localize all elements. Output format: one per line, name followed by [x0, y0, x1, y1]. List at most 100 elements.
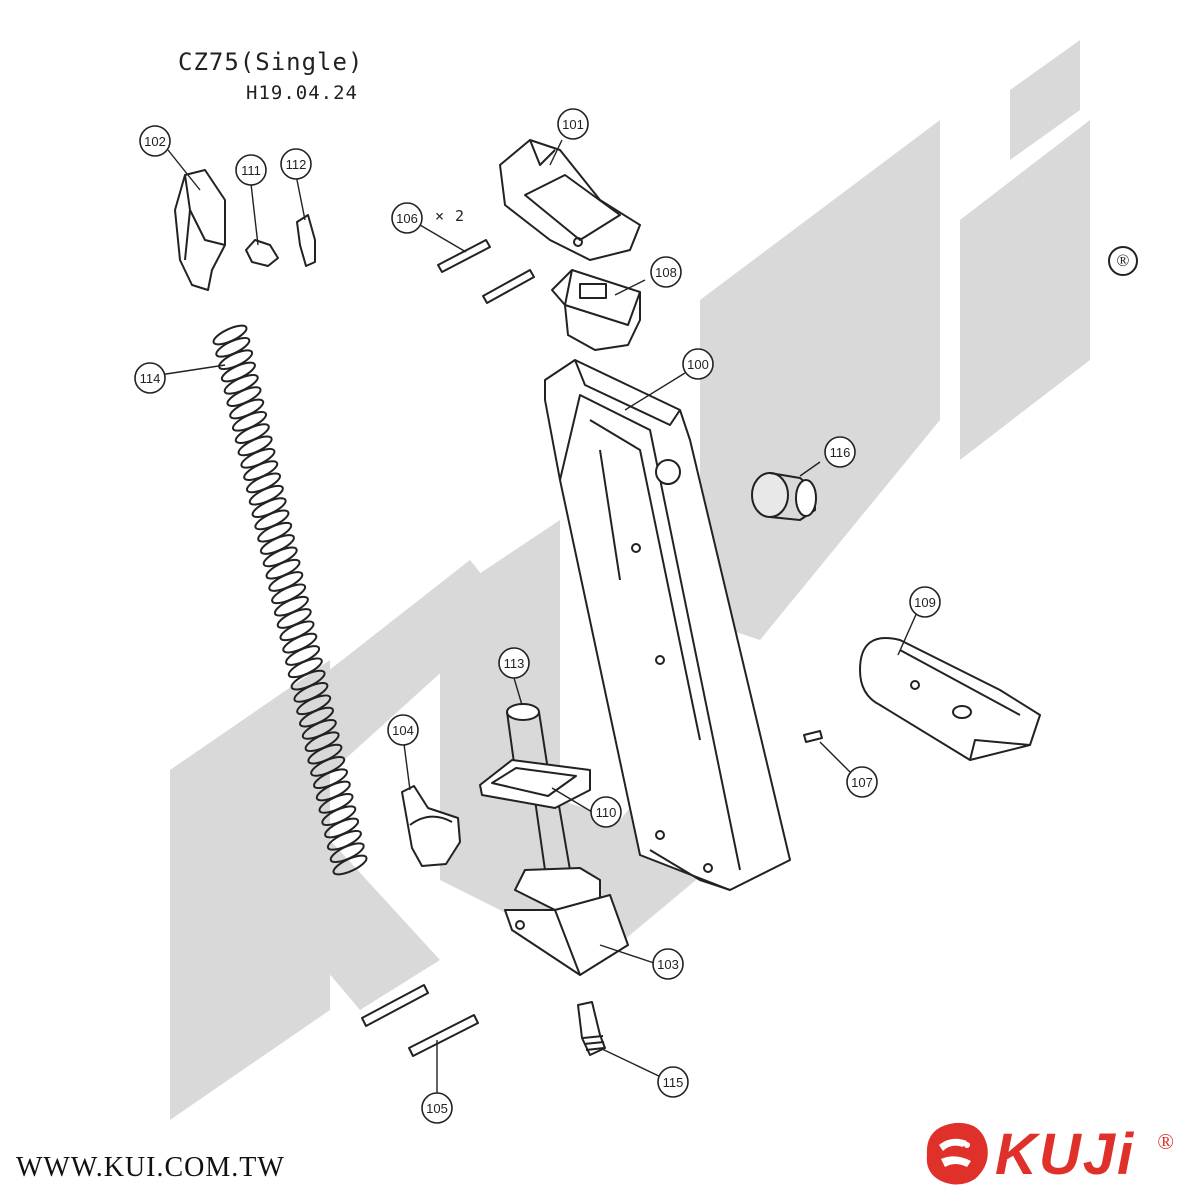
callout-label: 113 — [504, 656, 525, 671]
callout-circle — [391, 202, 423, 234]
callout-label: 105 — [426, 1101, 448, 1116]
callout-label: 111 — [241, 163, 261, 178]
spring-coil — [273, 595, 309, 617]
pin-part-106 — [437, 239, 535, 304]
callout-circle — [824, 436, 856, 468]
spring-coil — [296, 694, 332, 716]
spring-coil — [265, 558, 301, 580]
spring-coil — [304, 731, 340, 753]
callout-111: 111 — [235, 154, 267, 186]
part-111 — [245, 239, 279, 267]
spring-coil — [321, 805, 357, 827]
part-102 — [174, 169, 226, 291]
callout-105: 105 — [421, 1092, 453, 1124]
spring-coil — [324, 817, 360, 839]
callout-circle — [846, 766, 878, 798]
callout-101: 101 — [557, 108, 589, 140]
qty-label-106: × 2 — [435, 207, 466, 225]
magazine-body-part-100 — [544, 359, 791, 891]
callout-108: 108 — [650, 256, 682, 288]
spring-coil — [257, 521, 293, 543]
part-112 — [296, 214, 316, 267]
spring-coil — [329, 842, 365, 864]
spring-coil — [298, 706, 335, 728]
spring-coil — [251, 497, 287, 518]
registered-mark: ® — [1108, 246, 1138, 276]
spring-coil — [262, 546, 298, 568]
callout-label: 110 — [596, 805, 617, 820]
spring-coil — [312, 768, 349, 790]
spring-part-114 — [212, 324, 368, 876]
spring-coil — [212, 324, 248, 346]
spring-coil — [220, 361, 256, 383]
spring-coil — [248, 484, 284, 506]
spring-coil — [231, 410, 268, 432]
callout-circle — [909, 586, 941, 618]
spring-coil — [332, 854, 368, 876]
lion-head-icon — [926, 1122, 988, 1185]
callout-circle — [235, 154, 267, 186]
spring-coil — [279, 620, 315, 642]
pin-part-107 — [803, 730, 823, 743]
callout-circle — [280, 148, 312, 180]
spring-coil — [229, 398, 265, 420]
drawing-date: H19.04.24 — [246, 82, 358, 104]
callout-107: 107 — [846, 766, 878, 798]
callout-circle — [498, 647, 530, 679]
spring-coil — [243, 460, 279, 481]
spring-coil — [276, 608, 312, 629]
spring-coil — [310, 756, 346, 777]
pin-part-105 — [361, 984, 479, 1057]
spring-coil — [315, 780, 351, 802]
callout-label: 109 — [914, 595, 936, 610]
feed-lip-part-101 — [499, 139, 641, 261]
callout-115: 115 — [657, 1066, 689, 1098]
callout-110: 110 — [590, 796, 622, 828]
spring-coil — [223, 373, 259, 395]
part-104 — [401, 785, 461, 867]
spring-coil — [245, 472, 282, 494]
part-103 — [504, 867, 629, 976]
spring-coil — [271, 583, 307, 605]
spring-coil — [240, 447, 276, 469]
callout-label: 114 — [140, 371, 161, 386]
callout-circle — [139, 125, 171, 157]
callout-label: 103 — [657, 957, 679, 972]
callout-114: 114 — [134, 362, 166, 394]
spring-coil — [218, 349, 254, 371]
callout-103: 103 — [652, 948, 684, 980]
spring-coil — [282, 632, 318, 654]
part-110 — [479, 759, 591, 809]
callout-circle — [134, 362, 166, 394]
spring-coil — [268, 571, 304, 592]
spring-coil — [234, 423, 270, 444]
screw-part-115 — [577, 1001, 606, 1056]
callout-109: 109 — [909, 586, 941, 618]
spring-coil — [290, 669, 326, 691]
callout-116: 116 — [824, 436, 856, 468]
callout-label: 101 — [562, 117, 584, 132]
callout-label: 104 — [392, 723, 414, 738]
callout-100: 100 — [682, 348, 714, 380]
callout-102: 102 — [139, 125, 171, 157]
spring-coil — [318, 793, 354, 814]
callout-106: 106 — [391, 202, 423, 234]
base-plate-part-109 — [859, 637, 1041, 761]
brand-name: KUJi — [995, 1122, 1136, 1187]
spring-coil — [307, 743, 343, 765]
spring-coil — [215, 336, 251, 358]
spring-coil — [226, 386, 262, 407]
callout-circle — [652, 948, 684, 980]
callout-label: 107 — [851, 775, 873, 790]
spring-coil — [287, 657, 323, 679]
callout-circle — [387, 714, 419, 746]
website-url: WWW.KUI.COM.TW — [16, 1152, 285, 1183]
spring-coil — [254, 509, 290, 531]
callout-113: 113 — [498, 647, 530, 679]
spring-coil — [326, 829, 362, 851]
spring-coil — [301, 719, 337, 740]
model-title: CZ75(Single) — [178, 48, 364, 76]
leader-lines — [139, 139, 919, 1097]
